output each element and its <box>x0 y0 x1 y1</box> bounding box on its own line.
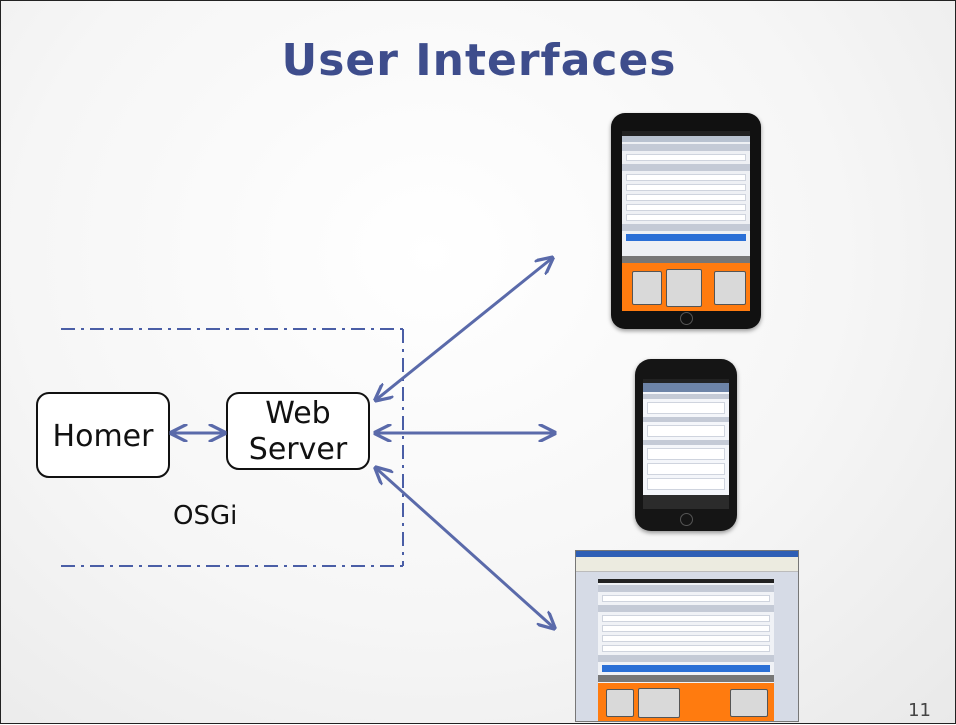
iphone-screen <box>643 379 729 509</box>
browser-interface-image <box>575 550 799 722</box>
page-number: 11 <box>908 700 931 721</box>
homer-label: Homer <box>53 419 155 454</box>
slide-title: User Interfaces <box>281 35 677 86</box>
edge-webserver-ipad <box>377 259 551 399</box>
web-server-label-line1: Web <box>265 396 330 431</box>
edge-webserver-browser <box>377 469 553 627</box>
browser-page <box>598 579 774 721</box>
web-server-node: Web Server <box>226 392 370 470</box>
homer-node: Homer <box>36 392 170 478</box>
web-server-label-line2: Server <box>249 432 348 467</box>
ipad-interface-image <box>611 113 761 329</box>
iphone-interface-image <box>635 359 737 531</box>
ipad-screen <box>622 131 750 311</box>
osgi-label: OSGi <box>173 501 238 531</box>
